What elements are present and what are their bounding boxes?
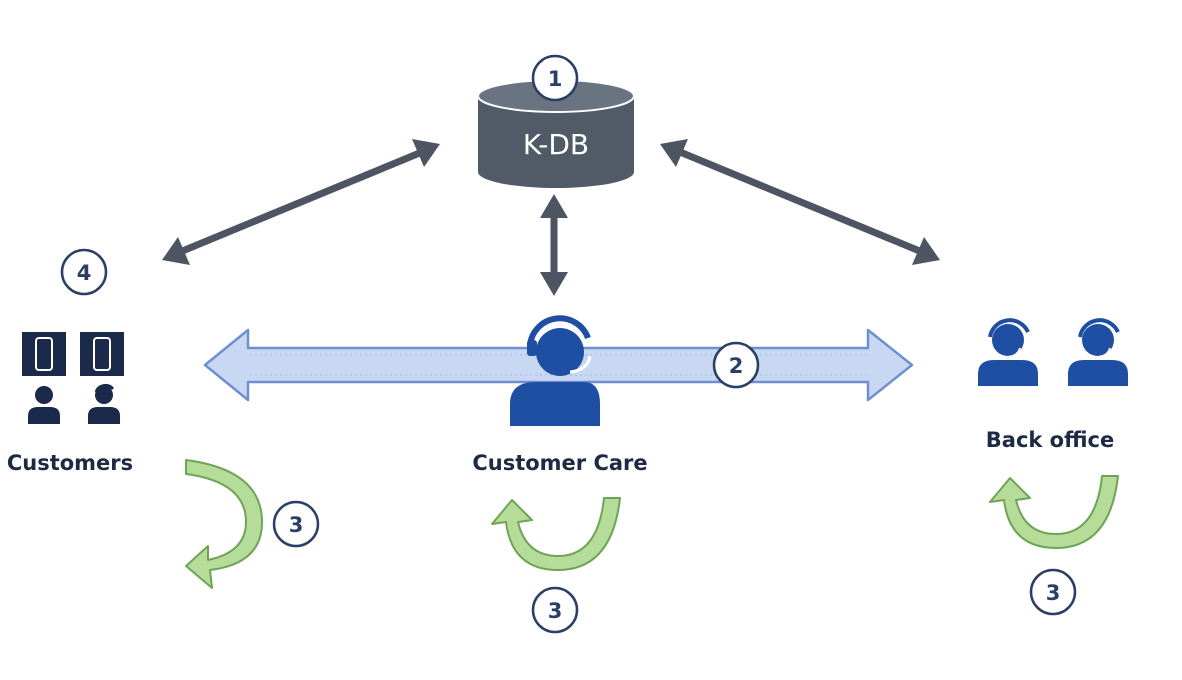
database-label: K-DB bbox=[523, 128, 589, 161]
badge-database-number: 1 bbox=[548, 67, 563, 91]
badge-customers-loop-number: 3 bbox=[289, 513, 304, 537]
back-office-label: Back office bbox=[986, 428, 1114, 452]
customer-care-label: Customer Care bbox=[472, 451, 647, 475]
customers-label: Customers bbox=[7, 451, 133, 475]
arrow-db-backoffice bbox=[660, 139, 940, 265]
badge-customer-care-loop-number: 3 bbox=[548, 599, 563, 623]
headset-agent-icon bbox=[510, 315, 600, 426]
database-icon: K-DB bbox=[477, 79, 635, 188]
headset-agent-icon bbox=[1068, 318, 1128, 386]
badge-customers-loop: 3 bbox=[272, 500, 320, 548]
cycle-arrow-icon bbox=[989, 475, 1119, 549]
badge-customer-care: 2 bbox=[712, 341, 760, 389]
cycle-arrow-icon bbox=[491, 497, 621, 571]
smartphone-icon bbox=[22, 332, 66, 376]
arrow-db-customercare bbox=[540, 194, 568, 296]
arrow-db-customers bbox=[162, 139, 440, 265]
cycle-arrow-icon bbox=[185, 459, 263, 589]
badge-customer-care-number: 2 bbox=[729, 354, 744, 378]
headset-agent-icon bbox=[978, 318, 1038, 386]
badge-back-office-loop-number: 3 bbox=[1046, 581, 1061, 605]
badge-database: 1 bbox=[531, 54, 579, 102]
badge-customers-number: 4 bbox=[77, 261, 92, 285]
badge-back-office-loop: 3 bbox=[1029, 568, 1077, 616]
person-icon bbox=[88, 384, 120, 424]
badge-customer-care-loop: 3 bbox=[531, 586, 579, 634]
person-icon bbox=[28, 386, 60, 424]
badge-customers: 4 bbox=[60, 248, 108, 296]
smartphone-icon bbox=[80, 332, 124, 376]
